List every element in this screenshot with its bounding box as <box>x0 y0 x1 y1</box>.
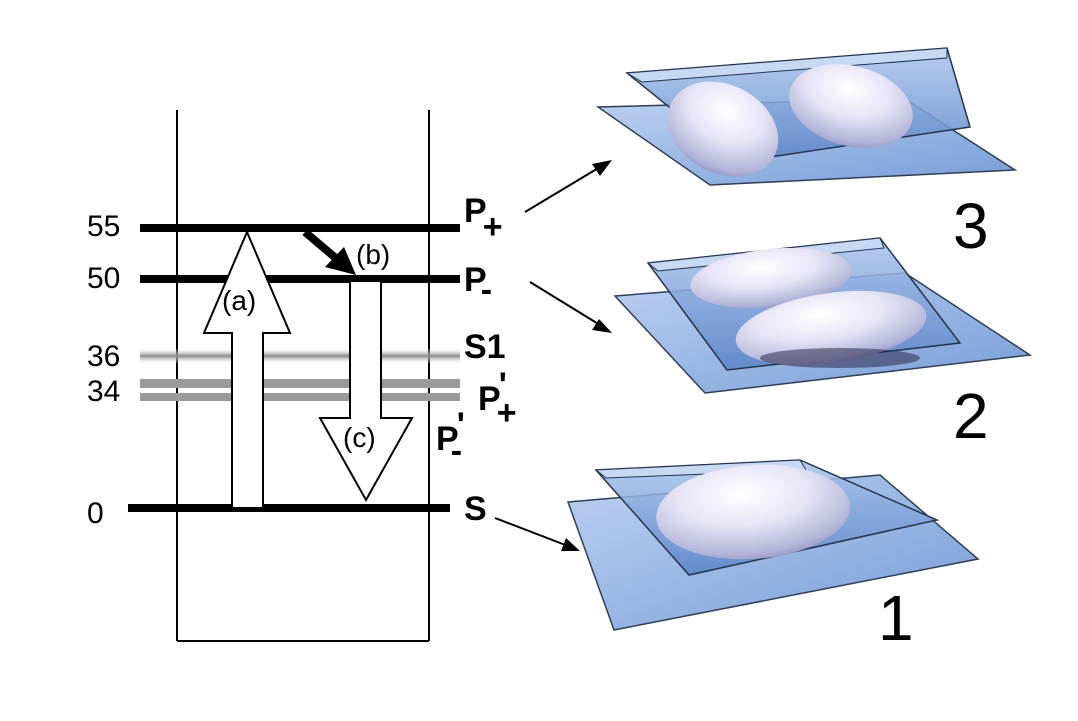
particle-upper <box>690 247 852 309</box>
particle-single <box>656 464 850 560</box>
panel-1: 1 <box>566 459 980 654</box>
state-label-p-minus: P- <box>464 261 492 309</box>
tray-rim <box>625 47 948 83</box>
level-value-0: 0 <box>87 497 104 530</box>
state-label-s1: S1 <box>464 328 506 366</box>
level-value-34: 34 <box>87 375 120 408</box>
pointer-arrow-s <box>494 517 580 551</box>
state-label-p-prime-plus: P'+ <box>478 366 517 432</box>
transition-label-a: (a) <box>222 285 256 316</box>
panel-number-2: 2 <box>953 380 989 452</box>
transition-arrow-b <box>302 228 356 275</box>
level-scheme: 55 50 36 34 0 P+ P- S1 P'+ P'- S (a) (b)… <box>87 110 612 642</box>
transition-label-b: (b) <box>356 239 390 270</box>
band-s1 <box>140 348 460 364</box>
band-p-prime-minus <box>140 393 460 401</box>
panel-number-1: 1 <box>878 582 914 654</box>
pointer-arrow-p-minus <box>529 281 612 333</box>
panel-2: 2 <box>613 237 1033 452</box>
level-value-50: 50 <box>87 262 120 295</box>
transition-arrow-c <box>318 280 414 503</box>
pointer-arrow-p-plus <box>524 160 612 213</box>
transition-label-c: (c) <box>343 422 376 453</box>
particle-shadow <box>760 348 920 368</box>
particle-lower <box>735 290 927 366</box>
band-p-prime-plus <box>140 379 460 388</box>
particle-right <box>789 64 913 148</box>
state-label-s: S <box>464 490 487 528</box>
state-label-p-prime-minus: P'- <box>436 406 465 470</box>
particle-left <box>667 81 779 177</box>
panel-3: 3 <box>595 47 1018 262</box>
transition-arrow-a <box>202 229 292 509</box>
state-label-p-plus: P+ <box>464 192 503 246</box>
level-value-55: 55 <box>87 210 120 243</box>
panel-number-3: 3 <box>953 190 989 262</box>
level-value-36: 36 <box>87 340 120 373</box>
